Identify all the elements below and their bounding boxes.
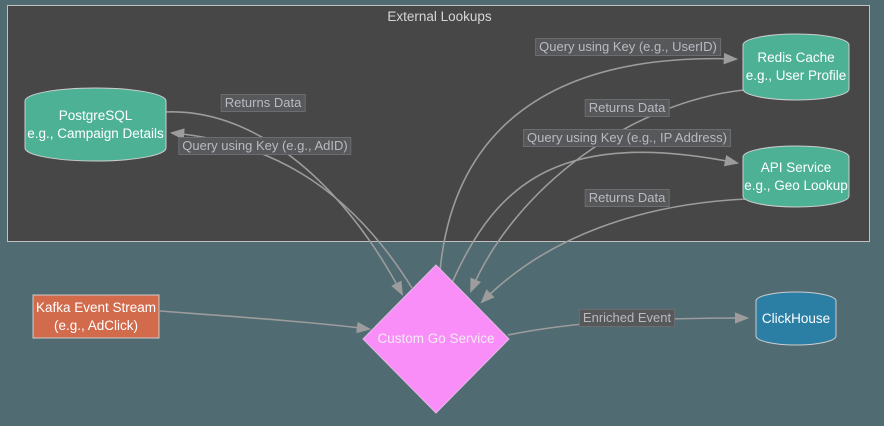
edge-label-api-returns: Returns Data [584, 189, 670, 207]
edge-api-query [451, 151, 740, 284]
api-service-cylinder [742, 145, 850, 208]
edge-label-postgres-returns: Returns Data [220, 94, 306, 112]
edge-postgres-returns [164, 111, 404, 296]
redis-cylinder [742, 33, 850, 101]
go-service-diamond [362, 264, 510, 414]
edge-redis-query [439, 52, 739, 272]
edge-label-redis-returns: Returns Data [584, 99, 670, 117]
edge-label-enriched-event: Enriched Event [578, 309, 676, 327]
node-shapes [24, 33, 850, 414]
edge-kafka-to-service [159, 310, 372, 334]
edge-api-returns [480, 198, 747, 304]
edge-label-redis-query: Query using Key (e.g., UserID) [535, 38, 721, 56]
edge-redis-returns [470, 89, 745, 293]
edge-label-api-query: Query using Key (e.g., IP Address) [523, 129, 731, 147]
kafka-rect [32, 294, 160, 339]
edge-label-postgres-query: Query using Key (e.g., AdID) [178, 137, 352, 155]
postgres-cylinder [24, 87, 167, 162]
clickhouse-cylinder [755, 291, 837, 346]
subgraph-title: External Lookups [387, 9, 492, 24]
